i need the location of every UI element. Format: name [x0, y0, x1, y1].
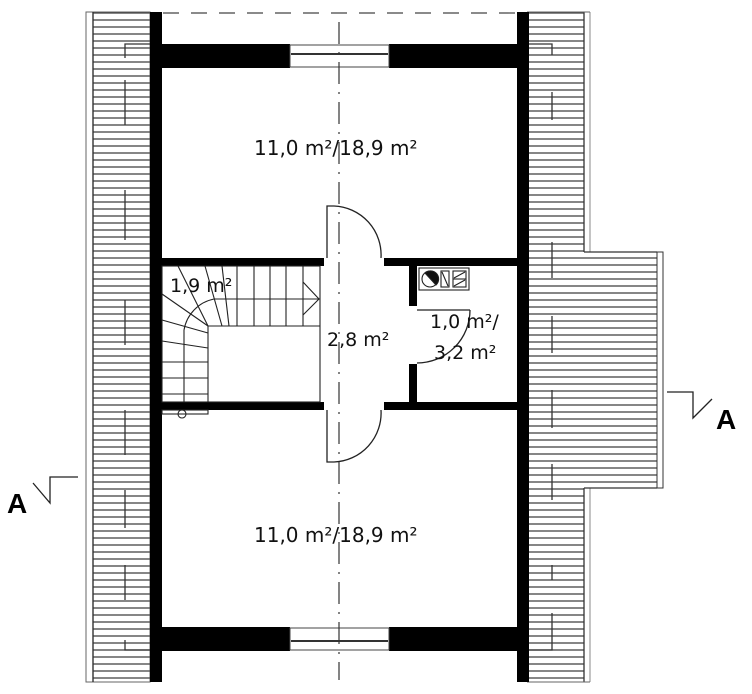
bath-area-line2: 3,2 m²	[434, 342, 496, 364]
door-top	[326, 205, 382, 259]
hall-area: 2,8 m²	[327, 329, 389, 351]
room-bottom-area: 11,0 m²/18,9 m²	[254, 523, 418, 547]
roof-right	[527, 11, 664, 683]
sink-icon	[440, 270, 450, 288]
section-mark-left: A	[7, 476, 78, 519]
roof-left	[85, 11, 151, 683]
bath-area-line1: 1,0 m²/	[430, 311, 499, 333]
section-label-right: A	[716, 404, 736, 435]
stair-area: 1,9 m²	[170, 275, 232, 297]
washing-machine-icon	[421, 270, 440, 288]
door-bath	[416, 309, 471, 364]
interior-walls	[162, 258, 517, 410]
exterior-walls	[150, 12, 529, 682]
section-mark-right: A	[667, 391, 736, 435]
staircase	[161, 265, 321, 419]
door-bottom	[326, 409, 382, 463]
room-top-area: 11,0 m²/18,9 m²	[254, 136, 418, 160]
toilet-icon	[452, 270, 467, 288]
bath-fixtures	[418, 267, 470, 291]
section-label-left: A	[7, 488, 27, 519]
